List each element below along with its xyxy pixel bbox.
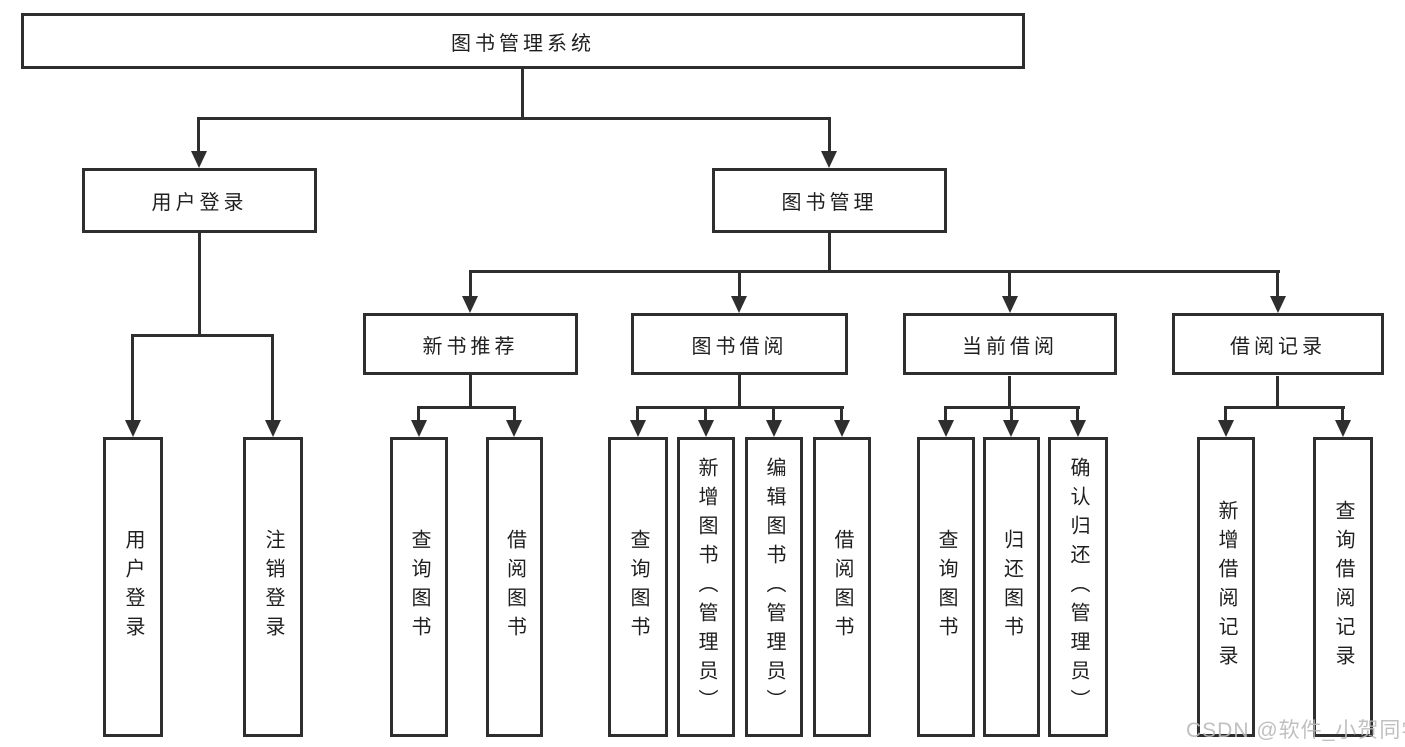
connector-mgmt-trunk [828, 233, 831, 273]
connector-stem-user-leaf1 [131, 334, 134, 423]
leaf-current-return: 归还图书 [983, 437, 1040, 737]
leaf-borrow-query-label: 查询图书 [627, 529, 649, 645]
node-user-login-label: 用户登录 [151, 192, 248, 214]
connector-newbook-rail [417, 406, 516, 409]
connector-stem-bb-leaf3 [772, 406, 775, 423]
connector-user-trunk [198, 233, 201, 337]
arrowhead-bb-leaf2 [698, 420, 714, 437]
connector-stem-user-login [197, 117, 200, 153]
connector-stem-book-management [828, 117, 831, 153]
leaf-borrow-add-admin: 新增图书（管理员） [677, 437, 735, 737]
connector-stem-br-leaf1 [1224, 406, 1227, 423]
arrowhead-bb-leaf1 [630, 420, 646, 437]
leaf-newbook-query-label: 查询图书 [408, 529, 430, 645]
leaf-borrow-add-admin-label: 新增图书（管理员） [695, 456, 717, 718]
arrowhead-currentborrow [1002, 296, 1018, 313]
watermark: CSDN @软件_小贺同学 [1186, 719, 1405, 742]
connector-stem-bookborrow [738, 270, 741, 298]
connector-user-rail [131, 334, 274, 337]
connector-stem-nb-leaf1 [417, 406, 420, 423]
arrowhead-user-leaf2 [265, 420, 281, 437]
connector-stem-bb-leaf4 [840, 406, 843, 423]
leaf-current-confirm-admin: 确认归还（管理员） [1048, 437, 1108, 737]
node-new-book-recommend-label: 新书推荐 [422, 335, 519, 358]
connector-stem-newbook [469, 270, 472, 298]
leaf-newbook-query: 查询图书 [390, 437, 448, 737]
connector-borrowrecord-rail [1224, 406, 1345, 409]
node-new-book-recommend: 新书推荐 [363, 313, 578, 375]
leaf-current-confirm-admin-label: 确认归还（管理员） [1067, 456, 1089, 718]
leaf-current-query: 查询图书 [917, 437, 975, 737]
leaf-record-add-label: 新增借阅记录 [1215, 500, 1237, 674]
leaf-borrow-edit-admin: 编辑图书（管理员） [745, 437, 803, 737]
connector-stem-bb-leaf2 [704, 406, 707, 423]
leaf-current-return-label: 归还图书 [1000, 529, 1023, 645]
arrowhead-borrowrecord [1270, 296, 1286, 313]
arrowhead-cb-leaf1 [938, 420, 954, 437]
arrowhead-br-leaf2 [1335, 420, 1351, 437]
arrowhead-cb-leaf3 [1070, 420, 1086, 437]
connector-bookborrow-trunk [738, 375, 741, 409]
connector-borrowrecord-trunk [1276, 376, 1279, 409]
connector-level2-rail [197, 117, 831, 120]
node-borrow-record-label: 借阅记录 [1230, 335, 1326, 358]
connector-stem-borrowrecord [1276, 270, 1279, 298]
connector-stem-cb-leaf3 [1076, 406, 1079, 423]
connector-stem-cb-leaf2 [1010, 406, 1013, 423]
node-borrow-record: 借阅记录 [1172, 313, 1384, 375]
arrowhead-nb-leaf2 [506, 420, 522, 437]
arrowhead-bb-leaf3 [766, 420, 782, 437]
node-book-management-label: 图书管理 [781, 192, 878, 214]
arrowhead-user-login [191, 151, 207, 168]
connector-bookborrow-rail [636, 406, 844, 409]
connector-root-trunk [521, 69, 524, 120]
node-book-borrow-label: 图书借阅 [691, 335, 788, 358]
node-book-management: 图书管理 [712, 168, 947, 233]
arrowhead-bb-leaf4 [834, 420, 850, 437]
leaf-borrow-query: 查询图书 [608, 437, 668, 737]
arrowhead-cb-leaf2 [1003, 420, 1019, 437]
leaf-record-query-label: 查询借阅记录 [1332, 500, 1354, 674]
arrowhead-br-leaf1 [1218, 420, 1234, 437]
leaf-newbook-borrow-label: 借阅图书 [503, 529, 526, 645]
arrowhead-user-leaf1 [125, 420, 141, 437]
node-root-label: 图书管理系统 [451, 32, 595, 55]
arrowhead-book-management [821, 151, 837, 168]
leaf-user-login: 用户登录 [103, 437, 163, 737]
arrowhead-newbook [462, 296, 478, 313]
leaf-logout: 注销登录 [243, 437, 303, 737]
arrowhead-bookborrow [731, 296, 747, 313]
leaf-current-query-label: 查询图书 [935, 529, 957, 645]
connector-newbook-trunk [469, 375, 472, 409]
leaf-record-add: 新增借阅记录 [1197, 437, 1255, 737]
connector-stem-nb-leaf2 [513, 406, 516, 423]
arrowhead-nb-leaf1 [411, 420, 427, 437]
node-current-borrow: 当前借阅 [903, 313, 1117, 375]
node-user-login: 用户登录 [82, 168, 317, 233]
node-current-borrow-label: 当前借阅 [962, 335, 1058, 358]
connector-level3-rail [469, 270, 1280, 273]
leaf-borrow-edit-admin-label: 编辑图书（管理员） [763, 456, 785, 718]
node-root: 图书管理系统 [21, 13, 1025, 69]
leaf-newbook-borrow: 借阅图书 [486, 437, 543, 737]
connector-stem-br-leaf2 [1341, 406, 1344, 423]
node-book-borrow: 图书借阅 [631, 313, 848, 375]
leaf-record-query: 查询借阅记录 [1313, 437, 1373, 737]
leaf-user-login-label: 用户登录 [122, 529, 144, 645]
connector-currentborrow-trunk [1008, 376, 1011, 409]
leaf-borrow-book-label: 借阅图书 [831, 529, 853, 645]
leaf-logout-label: 注销登录 [262, 529, 284, 645]
connector-stem-bb-leaf1 [636, 406, 639, 423]
connector-stem-currentborrow [1008, 270, 1011, 298]
connector-stem-user-leaf2 [271, 334, 274, 423]
leaf-borrow-book: 借阅图书 [813, 437, 871, 737]
connector-stem-cb-leaf1 [944, 406, 947, 423]
